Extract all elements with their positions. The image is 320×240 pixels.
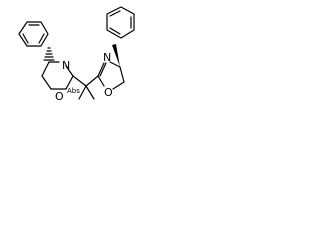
left-phenyl-ring <box>18 21 49 47</box>
bisoxazoline-structure: N O Abs N O <box>18 6 135 103</box>
right-oxazoline-ring <box>97 61 125 90</box>
central-gem-dimethyl <box>72 75 99 100</box>
right-stereo-wedge-bond <box>112 44 120 67</box>
atom-n-right: N <box>103 51 111 64</box>
atom-o-left: O <box>55 90 64 103</box>
atom-n-left: N <box>62 59 70 72</box>
stereo-abs-label: Abs <box>67 87 80 95</box>
structure-canvas: N O Abs N O <box>0 0 145 124</box>
right-phenyl-ring <box>106 6 135 39</box>
atom-o-right: O <box>104 86 113 99</box>
left-stereo-hash-bond <box>43 47 55 61</box>
left-oxazoline-ring <box>41 61 74 90</box>
